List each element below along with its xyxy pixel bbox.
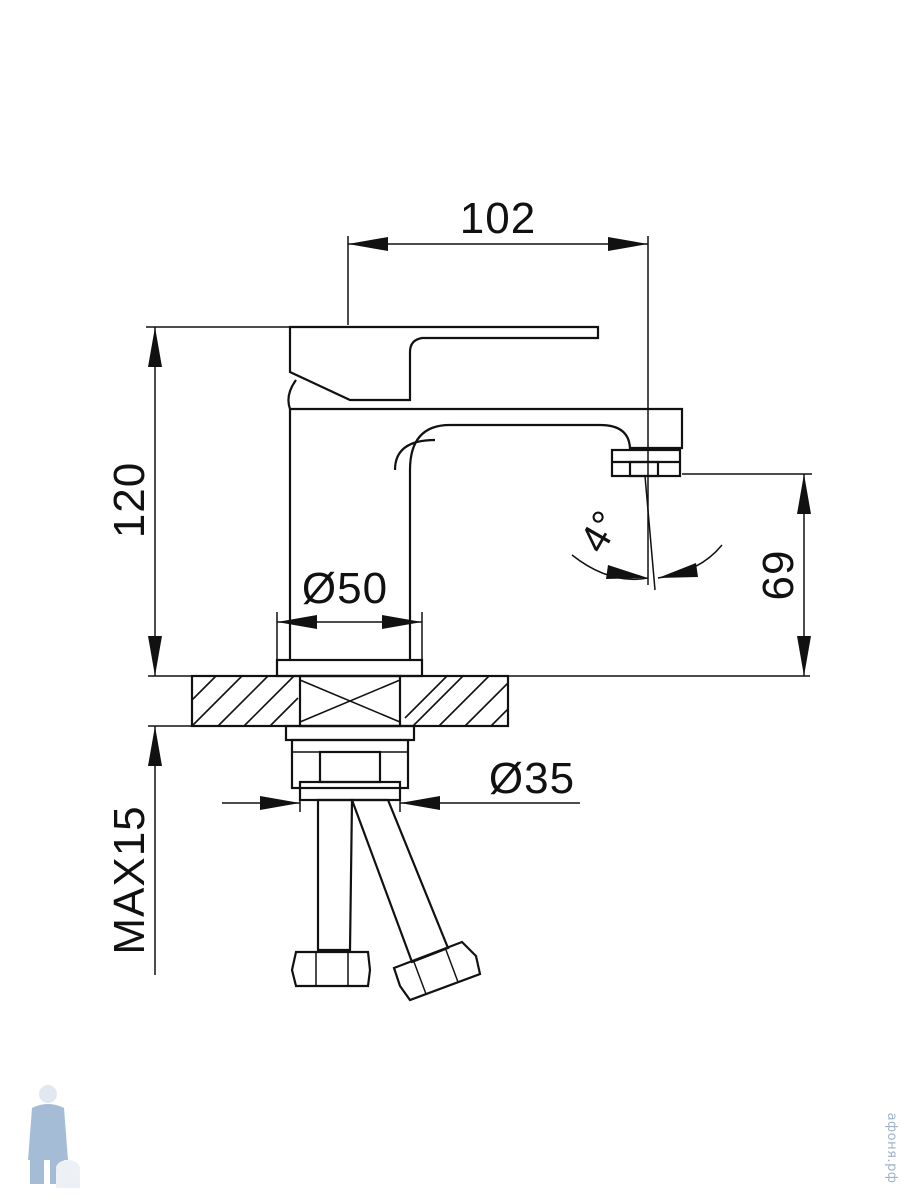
hose-fitting-right bbox=[392, 940, 482, 1002]
countertop-section bbox=[148, 674, 810, 728]
hose-fitting-left bbox=[290, 950, 372, 988]
dimension-height bbox=[146, 326, 290, 676]
cartridge-dome bbox=[287, 379, 297, 410]
mounting-shank bbox=[284, 724, 416, 802]
dimension-spout-height bbox=[682, 473, 812, 676]
dimension-spout-angle bbox=[571, 475, 723, 591]
dimension-max-thickness bbox=[148, 726, 162, 975]
max-thickness-label: MAX15 bbox=[105, 805, 154, 954]
height-label: 120 bbox=[105, 462, 154, 538]
dimension-reach bbox=[347, 236, 649, 585]
watermark-site: афоня.рф bbox=[884, 1113, 899, 1184]
base-diameter-label: Ø50 bbox=[302, 564, 388, 613]
lever-handle bbox=[288, 325, 600, 402]
spout-top bbox=[410, 407, 684, 450]
faucet-body bbox=[275, 325, 684, 678]
reach-label: 102 bbox=[460, 194, 536, 243]
hose-left bbox=[316, 798, 354, 952]
slab-hatching bbox=[191, 675, 509, 727]
mounting-nut bbox=[290, 738, 410, 790]
dimension-shank-diameter bbox=[222, 790, 580, 812]
spout-height-label: 69 bbox=[754, 550, 803, 601]
washer bbox=[284, 724, 416, 742]
shank-diameter-label: Ø35 bbox=[489, 754, 575, 803]
aerator-nozzle bbox=[628, 460, 660, 478]
spout-inner-curve bbox=[393, 438, 436, 471]
plumber-mascot-icon bbox=[28, 1085, 80, 1188]
braided-hoses bbox=[290, 798, 482, 1002]
body-outline bbox=[288, 409, 632, 660]
base-flange bbox=[275, 658, 424, 678]
dimension-base-diameter bbox=[276, 612, 423, 662]
hose-right bbox=[350, 798, 450, 964]
spout-angle-label: 4° bbox=[572, 503, 630, 560]
